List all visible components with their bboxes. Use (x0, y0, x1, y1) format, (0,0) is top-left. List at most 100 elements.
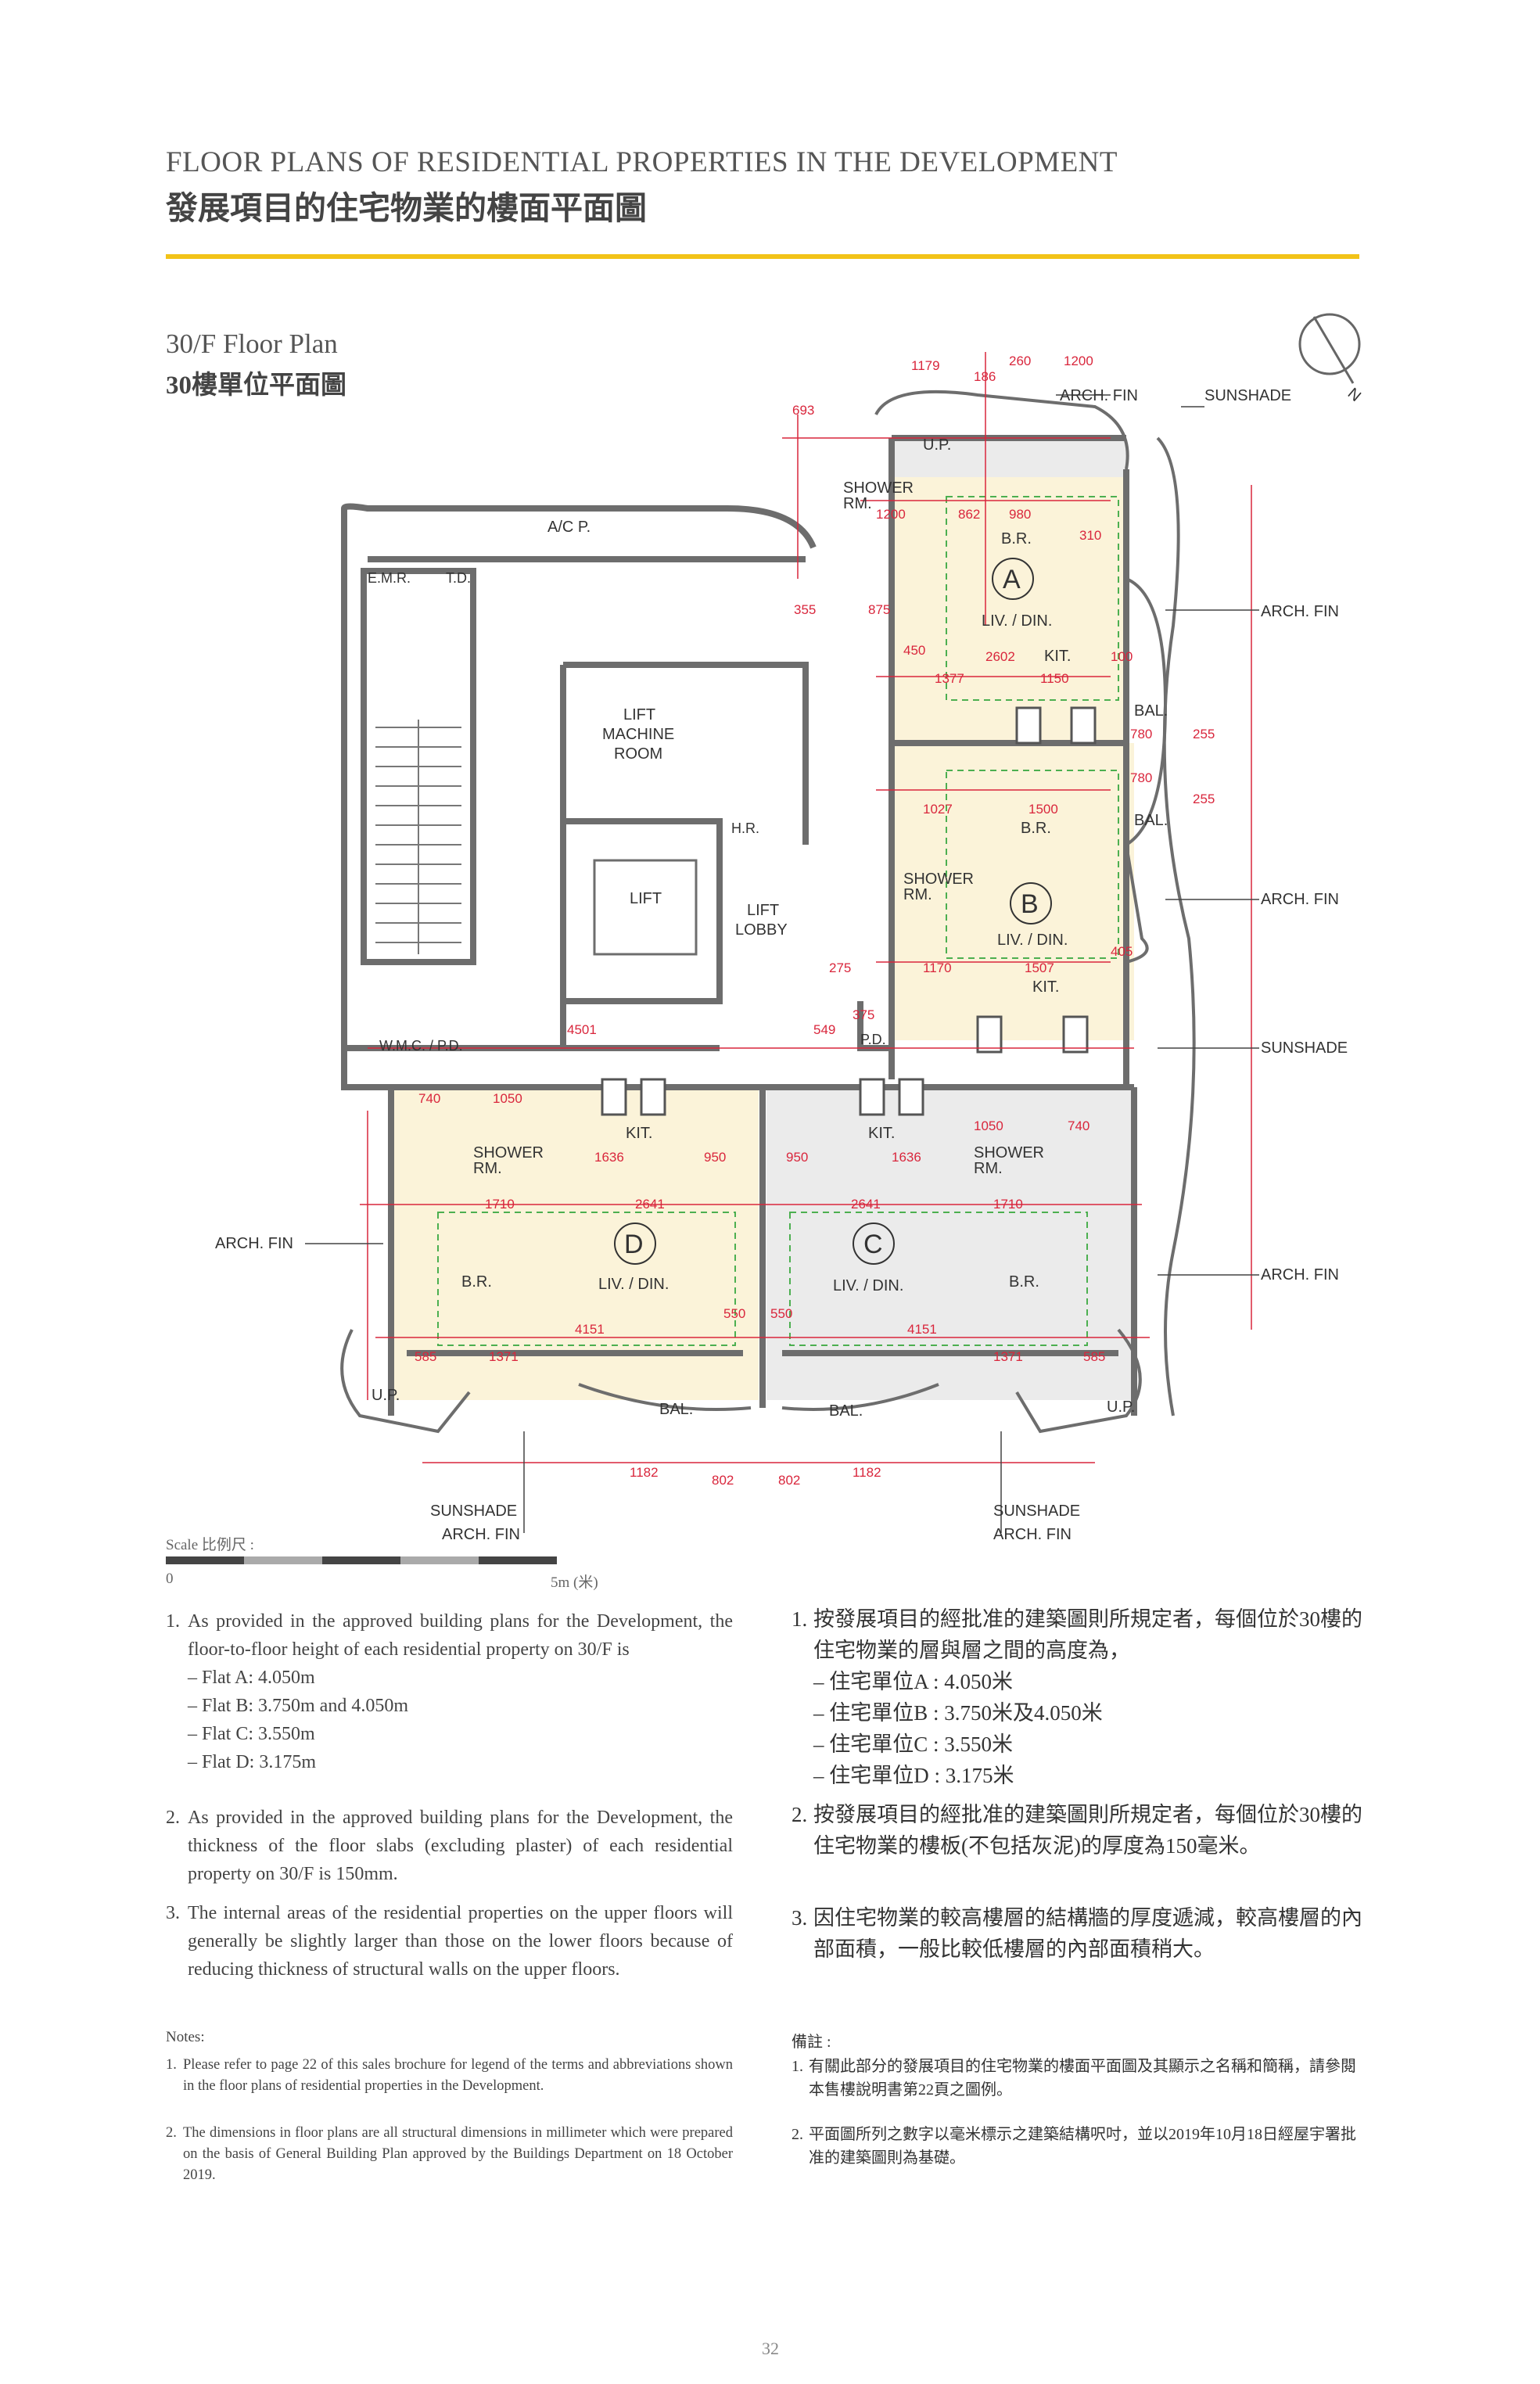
svg-text:N: N (1344, 385, 1364, 405)
note-1-en-flat-a: – Flat A: 4.050m (188, 1668, 315, 1688)
callout-arch-fin-4: ARCH. FIN (1261, 1266, 1339, 1284)
dim-text: 100 (1111, 649, 1133, 664)
dim-text: 585 (1083, 1349, 1105, 1364)
dim-text: 275 (829, 960, 851, 975)
callout-arch-fin-1: ARCH. FIN (1060, 387, 1138, 404)
room-label-bal-a: BAL. (1134, 702, 1168, 720)
room-label-shower-c-2: RM. (974, 1160, 1003, 1177)
room-label-shower-b-2: RM. (903, 886, 932, 903)
callout-lines (305, 394, 1259, 1533)
note-1-en: 1. As provided in the approved building … (166, 1607, 733, 1776)
dim-text: 1500 (1028, 802, 1058, 817)
dim-text: 405 (1111, 944, 1133, 959)
callout-sunshade-2: SUNSHADE (1261, 1039, 1348, 1057)
room-label-livdin-b: LIV. / DIN. (997, 932, 1068, 949)
dim-text: 1150 (1040, 671, 1069, 686)
dim-text: 780 (1130, 770, 1152, 785)
floor-plan: N (215, 313, 1364, 1543)
dim-text: 4501 (567, 1022, 597, 1037)
room-label-acp: A/C P. (547, 519, 591, 536)
dim-text: 1200 (1064, 354, 1093, 368)
callout-arch-fin-3: ARCH. FIN (1261, 891, 1339, 908)
dim-text: 740 (1068, 1118, 1089, 1133)
note-number: 3. (166, 1903, 180, 1923)
plan-title-en: 30/F Floor Plan (166, 329, 338, 359)
callout-arch-fin-2: ARCH. FIN (1261, 603, 1339, 620)
note-1-en-flat-d: – Flat D: 3.175m (188, 1752, 317, 1772)
dim-text: 1200 (876, 507, 906, 522)
dim-text: 1636 (892, 1150, 921, 1165)
unit-fills (391, 438, 1134, 1400)
room-label-shower-b-1: SHOWER (903, 871, 974, 888)
dim-text: 4151 (575, 1322, 605, 1337)
dim-text: 585 (415, 1349, 436, 1364)
north-arrow-icon: N (1298, 313, 1364, 405)
dim-text: 1182 (630, 1465, 659, 1480)
note-3-zh: 3. 因住宅物業的較高樓層的結構牆的厚度遞減，較高樓層的內部面積，一般比較低樓層… (792, 1902, 1362, 1965)
flat-label-b: B (1021, 889, 1039, 919)
room-label-kit-c: KIT. (868, 1125, 895, 1142)
page-number: 32 (762, 2339, 779, 2358)
small-note-2-en-text: The dimensions in floor plans are all st… (183, 2125, 733, 2183)
dim-text: 1179 (911, 358, 940, 373)
room-label-kit-b: KIT. (1032, 978, 1059, 996)
room-label-up-a: U.P. (923, 436, 951, 454)
dim-text: 780 (1130, 727, 1152, 741)
dim-text: 875 (868, 602, 890, 617)
page-title-zh: 發展項目的住宅物業的樓面平面圖 (166, 190, 647, 226)
stair (375, 720, 461, 954)
kitchen-fixtures (601, 706, 1097, 1116)
note-number: 2. (166, 2125, 177, 2141)
small-note-2-zh-text: 平面圖所列之數字以毫米標示之建築結構呎吋，並以2019年10月18日經屋宇署批准… (809, 2126, 1356, 2167)
dim-text: 1710 (485, 1197, 515, 1212)
dim-text: 355 (794, 602, 816, 617)
flat-label-c: C (863, 1230, 883, 1259)
notes-heading-en: Notes: (166, 2029, 205, 2045)
dimension-lines (360, 352, 1252, 1463)
dim-text: 693 (792, 403, 814, 418)
page-title-en: FLOOR PLANS OF RESIDENTIAL PROPERTIES IN… (166, 146, 1118, 178)
note-3-en: 3. The internal areas of the residential… (166, 1899, 733, 1984)
room-label-pd: P.D. (860, 1032, 886, 1047)
dim-text: 549 (813, 1022, 835, 1037)
dim-text: 1050 (493, 1091, 522, 1106)
room-label-lift: LIFT (630, 890, 662, 907)
note-3-en-text: The internal areas of the residential pr… (188, 1903, 733, 1980)
dim-text: 1170 (923, 960, 952, 975)
note-number: 2. (792, 1803, 808, 1826)
callout-arch-fin-7: ARCH. FIN (993, 1526, 1072, 1543)
dim-text: 375 (853, 1007, 874, 1022)
room-label-livdin-a: LIV. / DIN. (982, 612, 1052, 630)
note-1-en-flat-c: – Flat C: 3.550m (188, 1724, 315, 1744)
callout-sunshade-4: SUNSHADE (993, 1503, 1080, 1520)
room-label-br-c: B.R. (1009, 1273, 1039, 1291)
dim-text: 1182 (853, 1465, 881, 1480)
dim-text: 950 (786, 1150, 808, 1165)
flat-label-a: A (1003, 565, 1021, 594)
dim-text: 186 (974, 369, 996, 384)
dim-text: 2641 (635, 1197, 665, 1212)
dim-text: 450 (903, 643, 925, 658)
room-label-wmc: W.M.C. / P.D. (379, 1038, 463, 1054)
room-label-shower-c-1: SHOWER (974, 1144, 1044, 1161)
dim-text: 950 (704, 1150, 726, 1165)
room-label-td: T.D. (446, 570, 471, 586)
note-number: 1. (166, 2057, 177, 2073)
flat-label-d: D (624, 1230, 644, 1259)
dim-text: 1050 (974, 1118, 1003, 1133)
dim-text: 1371 (993, 1349, 1023, 1364)
room-label-kit-a: KIT. (1044, 648, 1071, 665)
dim-text: 550 (723, 1306, 745, 1321)
room-label-livdin-c: LIV. / DIN. (833, 1277, 903, 1294)
room-label-hr: H.R. (731, 820, 759, 836)
note-number: 1. (792, 1607, 808, 1631)
room-label-lobby-1: LIFT (747, 902, 779, 919)
note-number: 1. (792, 2058, 803, 2075)
room-label-lmr-1: LIFT (623, 706, 655, 723)
note-1-zh-intro: 按發展項目的經批准的建築圖則所規定者，每個位於30樓的住宅物業的層與層之間的高度… (813, 1607, 1362, 1662)
note-1-zh-flat-d: – 住宅單位D : 3.175米 (813, 1764, 1014, 1787)
dim-text: 255 (1193, 727, 1215, 741)
scale-end: 5m (米) (551, 1574, 598, 1591)
room-label-lobby-2: LOBBY (735, 921, 788, 939)
dim-text: 802 (778, 1473, 800, 1488)
